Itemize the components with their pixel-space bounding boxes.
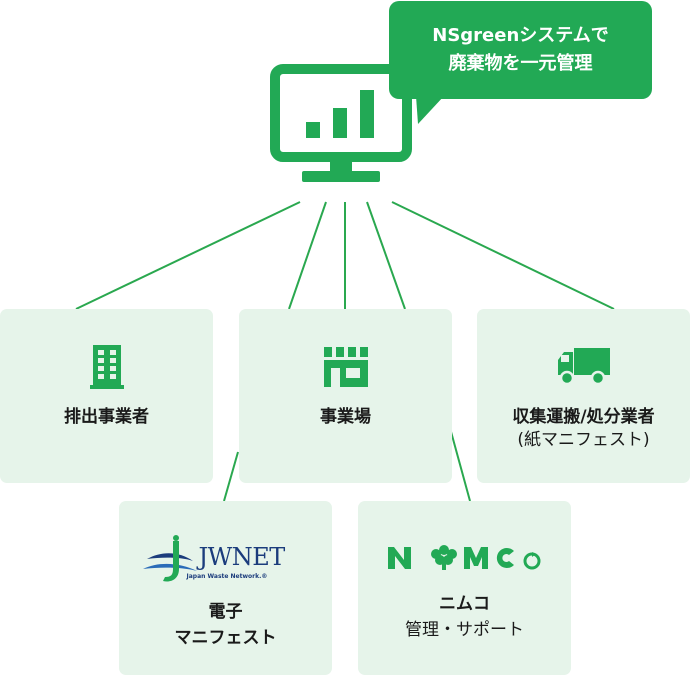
storefront-icon [322, 343, 370, 389]
bubble-line-2: 廃棄物を一元管理 [448, 53, 593, 74]
jwnet-logo-text: JWNET [198, 543, 286, 571]
node-nimco-sub: 管理・サポート [405, 620, 524, 640]
node-transport: 収集運搬/処分業者 (紙マニフェスト) [477, 309, 690, 483]
node-jwnet-label-2: マニフェスト [174, 628, 277, 648]
jwnet-logo: JWNET Japan Waste Network.® [141, 535, 311, 587]
speech-bubble: NSgreenシステムで 廃棄物を一元管理 [389, 1, 652, 99]
jwnet-swirl-icon [142, 535, 197, 582]
connector-site-right [366, 201, 406, 310]
bubble-line-1: NSgreenシステムで [432, 25, 609, 46]
node-jwnet: JWNET Japan Waste Network.® 電子 マニフェスト [119, 501, 332, 675]
connector-jwnet [223, 451, 239, 502]
nimco-logo-mark [387, 545, 540, 570]
nimco-logo [382, 541, 548, 575]
connector-nimco [449, 427, 471, 502]
node-nimco: ニムコ 管理・サポート [358, 501, 571, 675]
connector-site-left [288, 201, 327, 310]
node-transport-sub: (紙マニフェスト) [517, 430, 650, 450]
node-jwnet-label-1: 電子 [208, 602, 243, 622]
truck-icon [556, 343, 612, 389]
bubble-tail [416, 96, 444, 124]
node-discharger: 排出事業者 [0, 309, 213, 483]
connector-transport [391, 201, 615, 310]
node-site: 事業場 [239, 309, 452, 483]
node-discharger-label: 排出事業者 [64, 407, 149, 427]
monitor-chart-icon [270, 64, 412, 182]
office-building-icon [89, 343, 124, 389]
node-nimco-label: ニムコ [439, 594, 490, 614]
jwnet-logo-sub: Japan Waste Network.® [186, 573, 268, 580]
node-site-label: 事業場 [320, 407, 371, 427]
node-transport-label: 収集運搬/処分業者 [512, 407, 655, 427]
connector-discharger [75, 201, 301, 310]
